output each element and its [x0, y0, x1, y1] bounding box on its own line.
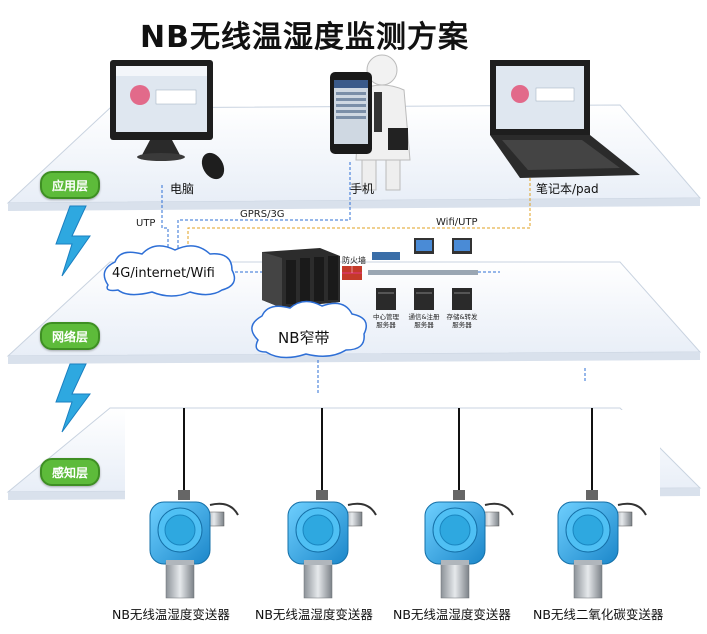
center-server-label: 中心管理 服务器 — [373, 313, 399, 329]
nb-cloud-label: NB窄带 — [278, 329, 330, 347]
application-layer-tag: 应用层 — [40, 171, 100, 199]
firewall-label: 防火墙 — [342, 256, 366, 265]
sensor-devices — [149, 408, 647, 599]
device-label: NB无线温湿度变送器 — [393, 607, 511, 622]
device-label: NB无线二氧化碳变送器 — [533, 607, 664, 622]
lightning-icon — [55, 205, 91, 277]
server-icon — [414, 288, 434, 310]
comm-server-label: 通信&注册 服务器 — [408, 313, 440, 329]
transmitter-device — [287, 408, 377, 599]
nb-cloud-icon — [251, 300, 367, 359]
mobile-phone-icon — [330, 54, 411, 191]
gprs-label: GPRS/3G — [240, 209, 285, 220]
lightning-icon — [55, 363, 91, 433]
laptop-label: 笔记本/pad — [536, 182, 599, 196]
device-label: NB无线温湿度变送器 — [112, 607, 230, 622]
utp-link-line — [161, 185, 169, 262]
device-label: NB无线温湿度变送器 — [255, 607, 373, 622]
server-icon — [452, 288, 472, 310]
network-switch-icon — [368, 238, 478, 275]
perception-layer-tag: 感知层 — [40, 458, 100, 486]
wifi-utp-label: Wifi/UTP — [436, 217, 478, 228]
page-title: NB无线温湿度监测方案 — [140, 20, 469, 55]
utp-label: UTP — [136, 218, 156, 229]
server-icon — [376, 288, 396, 310]
firewall-icon — [342, 266, 362, 280]
transmitter-device — [557, 408, 647, 599]
gprs-link-line — [177, 162, 351, 262]
internet-cloud-icon — [103, 245, 236, 297]
desktop-computer-icon — [110, 60, 225, 180]
network-layer-tag: 网络层 — [40, 322, 100, 350]
network-link-line — [230, 271, 586, 395]
internet-cloud-label: 4G/internet/Wifi — [112, 266, 215, 281]
laptop-icon — [490, 60, 640, 178]
wifi-utp-link-line — [187, 178, 531, 262]
pc-label: 电脑 — [170, 182, 195, 196]
store-server-label: 存储&转发 服务器 — [446, 313, 478, 329]
transmitter-device — [149, 408, 239, 599]
server-rack-icon — [262, 248, 340, 308]
phone-label: 手机 — [350, 182, 375, 196]
transmitter-device — [424, 408, 514, 599]
